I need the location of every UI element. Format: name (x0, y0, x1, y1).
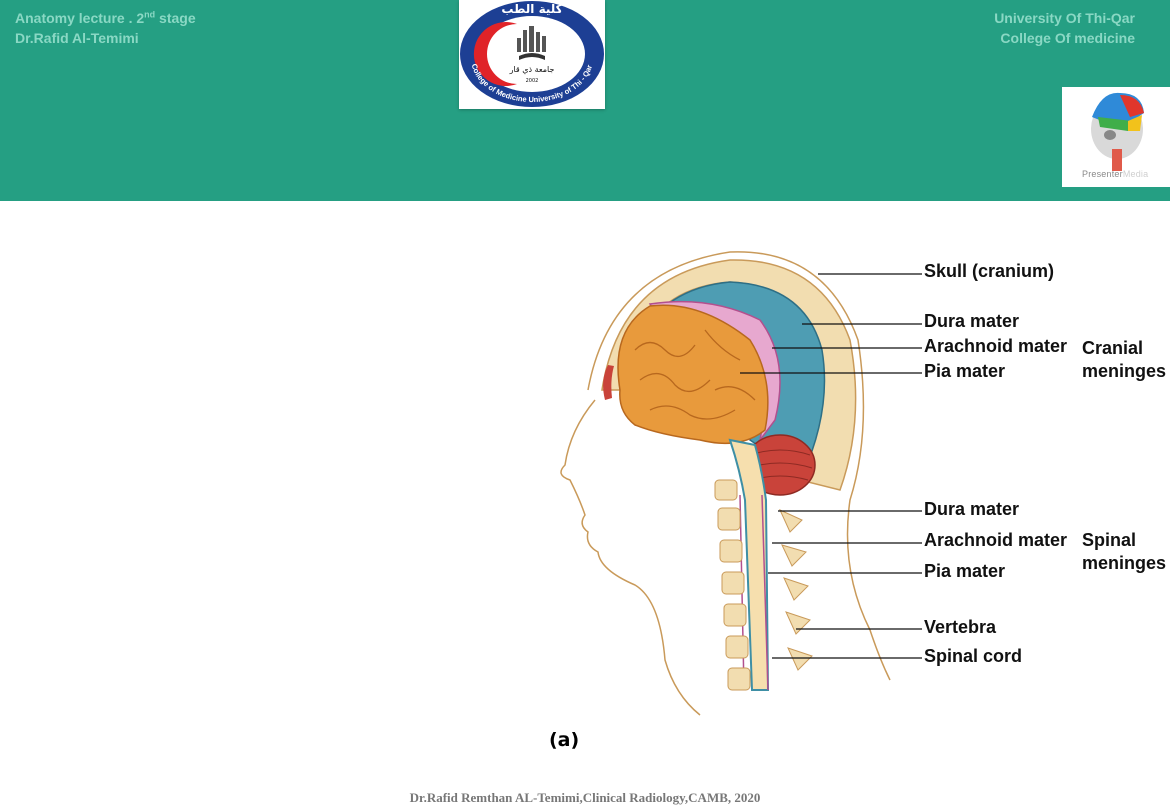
label-cranial-pia: Pia mater (924, 361, 1006, 381)
university-name: University Of Thi-Qar (994, 10, 1135, 26)
label-cranial-meninges-line2: meninges (1082, 361, 1167, 381)
lecture-info: Anatomy lecture . 2nd stage Dr.Rafid Al-… (15, 8, 196, 48)
institution-info: University Of Thi-Qar College Of medicin… (994, 8, 1135, 48)
label-vertebra: Vertebra (924, 617, 997, 637)
label-cranial-dura: Dura mater (924, 311, 1020, 331)
presenter-label: PresenterMedia (1082, 169, 1149, 179)
brain-skull-icon (1091, 92, 1144, 171)
label-spinal-meninges-line1: Spinal (1082, 530, 1137, 550)
presenter-media-logo: PresenterMedia (1062, 87, 1170, 187)
label-cranial-meninges-line1: Cranial (1082, 338, 1144, 358)
label-spinal-arachnoid: Arachnoid mater (924, 530, 1068, 550)
svg-text:2002: 2002 (526, 78, 539, 84)
label-cranial-arachnoid: Arachnoid mater (924, 336, 1068, 356)
college-name: College Of medicine (1000, 30, 1135, 46)
figure-caption: (a) (549, 729, 580, 751)
lecturer-name: Dr.Rafid Al-Temimi (15, 30, 139, 46)
label-spinal-pia: Pia mater (924, 561, 1006, 581)
footer-credit: Dr.Rafid Remthan AL-Temimi,Clinical Radi… (409, 790, 761, 805)
label-skull: Skull (cranium) (924, 261, 1055, 281)
label-spinal-meninges-line2: meninges (1082, 553, 1167, 573)
head-sagittal-illustration (560, 251, 1078, 716)
label-spinal-dura: Dura mater (924, 499, 1020, 519)
meninges-figure: Skull (cranium) Dura mater Arachnoid mat… (540, 240, 1166, 725)
svg-text:كلية الطب: كلية الطب (501, 2, 562, 16)
college-logo: جامعة ذي قار 2002 كلية الطب College of M… (459, 0, 605, 109)
label-spinal-cord: Spinal cord (924, 646, 1023, 666)
svg-text:جامعة ذي قار: جامعة ذي قار (509, 65, 555, 74)
lecture-title: Anatomy lecture . 2nd stage (15, 9, 196, 26)
